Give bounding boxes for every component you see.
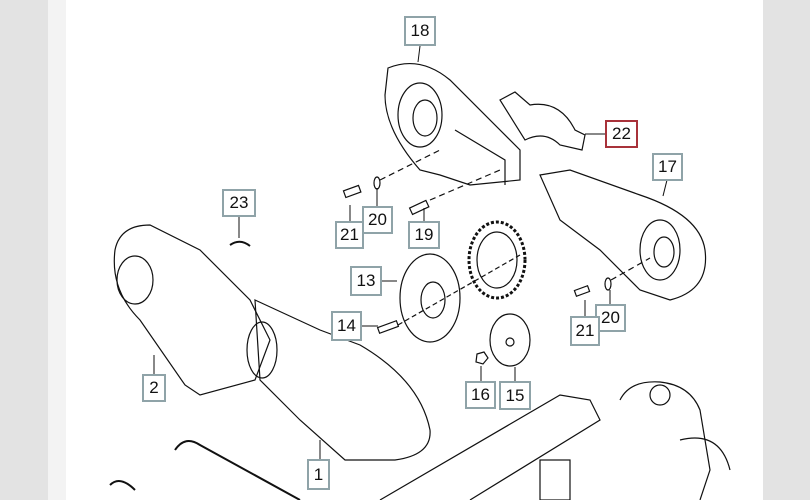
callout-21[interactable]: 21 bbox=[335, 221, 364, 249]
timing-belt bbox=[109, 440, 301, 500]
callout-2[interactable]: 2 bbox=[142, 374, 166, 402]
part-13-pulley bbox=[397, 253, 521, 343]
callout-17[interactable]: 17 bbox=[652, 153, 683, 181]
callout-22-selected[interactable]: 22 bbox=[605, 120, 638, 148]
callout-21-lower[interactable]: 21 bbox=[570, 316, 600, 346]
callout-1[interactable]: 1 bbox=[307, 459, 330, 490]
part-22-bracket bbox=[499, 91, 586, 151]
callout-20-lower[interactable]: 20 bbox=[595, 304, 626, 332]
part-18-upper-cover bbox=[384, 62, 521, 186]
callout-15[interactable]: 15 bbox=[499, 381, 531, 410]
callout-20[interactable]: 20 bbox=[362, 206, 393, 234]
fasteners bbox=[229, 149, 651, 335]
engine-head bbox=[379, 381, 731, 500]
callout-16[interactable]: 16 bbox=[465, 381, 496, 409]
part-15-tensioner bbox=[475, 313, 531, 367]
callout-23[interactable]: 23 bbox=[222, 189, 256, 217]
leader-lines bbox=[153, 45, 668, 459]
camshaft-sprocket bbox=[467, 220, 527, 300]
left-margin bbox=[48, 0, 66, 500]
part-1-lower-cover bbox=[246, 299, 431, 461]
callout-14[interactable]: 14 bbox=[331, 311, 362, 341]
part-17-rear-cover bbox=[539, 169, 707, 301]
callout-18[interactable]: 18 bbox=[404, 16, 436, 46]
part-2-left-cover bbox=[113, 224, 271, 396]
callout-13[interactable]: 13 bbox=[350, 266, 382, 296]
callout-19[interactable]: 19 bbox=[408, 221, 440, 249]
